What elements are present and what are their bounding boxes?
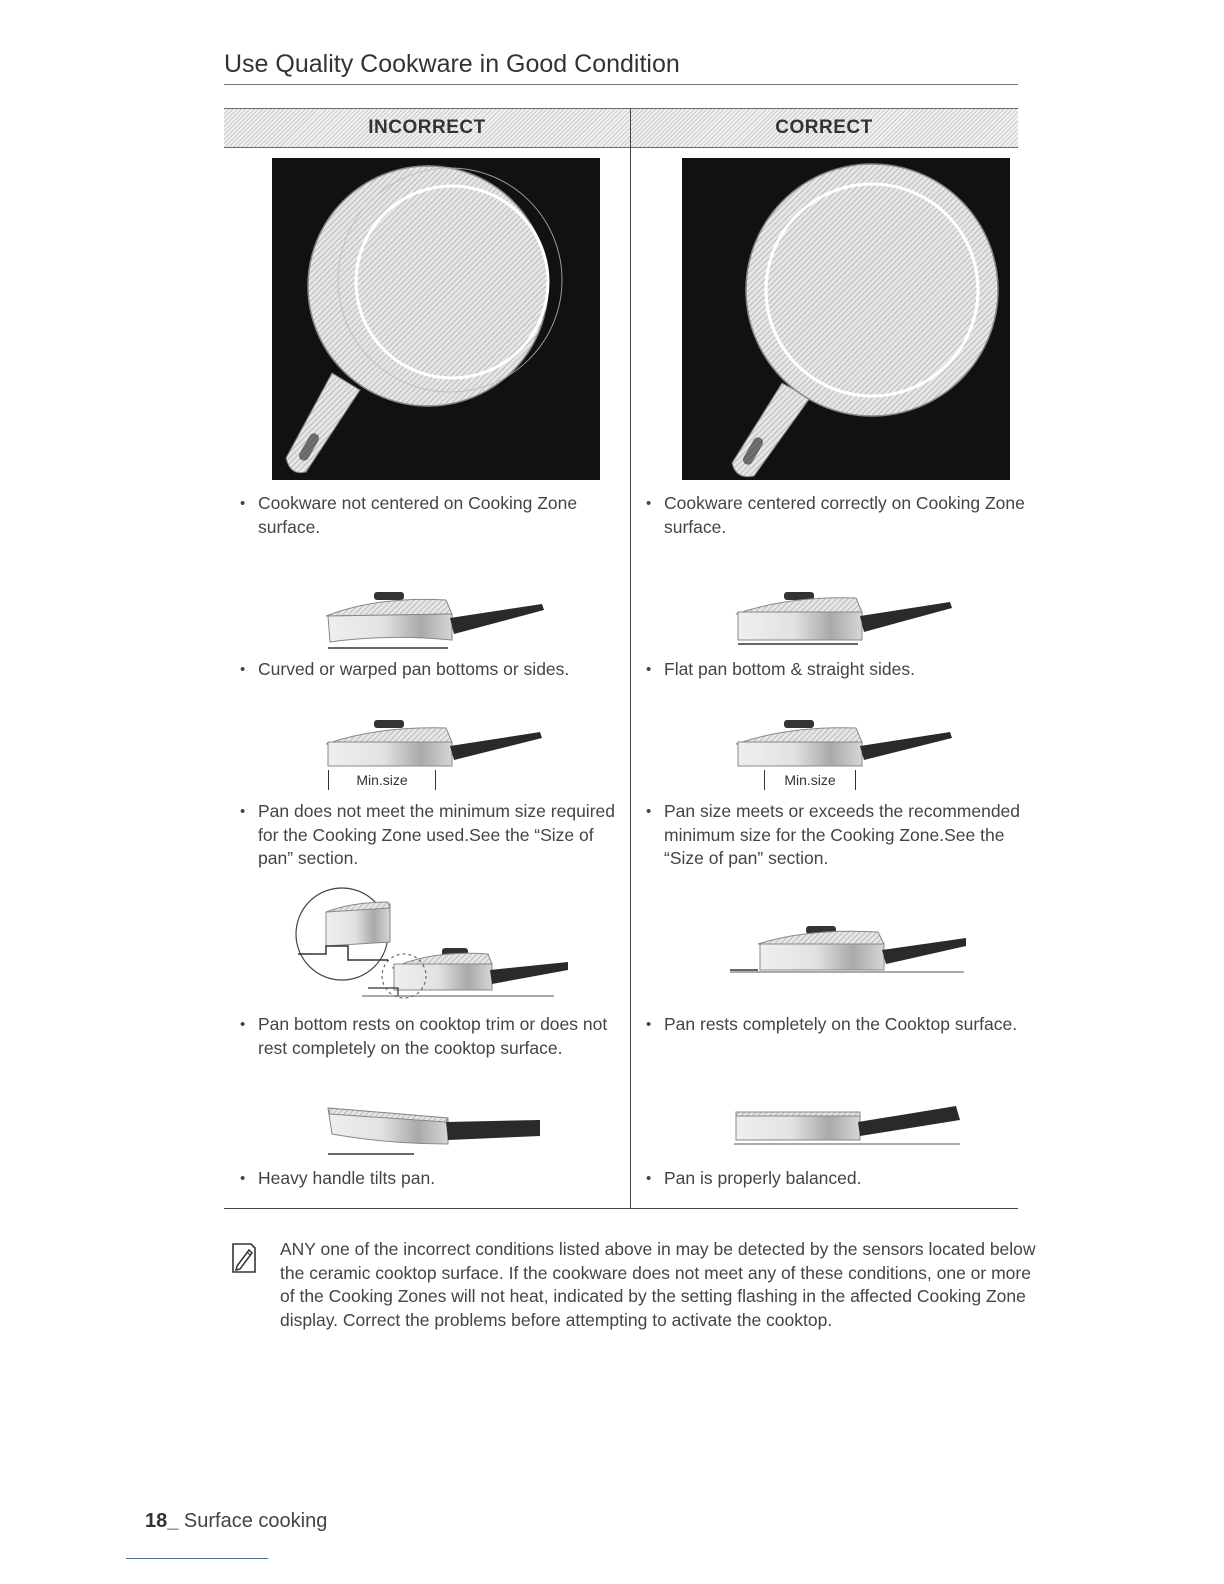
small-pan-illustration (325, 720, 542, 767)
correct-item-3: Pan size meets or exceeds the recommende… (640, 800, 1040, 871)
incorrect-column-header: INCORRECT (224, 108, 630, 148)
large-pan-illustration (735, 720, 952, 767)
section-name: Surface cooking (178, 1510, 328, 1532)
incorrect-item-4: Pan bottom rests on cooktop trim or does… (234, 1013, 630, 1060)
pan-flush-illustration (730, 926, 966, 973)
correct-item-1: Cookware centered correctly on Cooking Z… (640, 492, 1040, 539)
min-size-dimension-incorrect: Min.size (328, 770, 436, 790)
correct-column-header: CORRECT (630, 108, 1018, 148)
page-title: Use Quality Cookware in Good Condition (224, 50, 680, 78)
tilted-pan-illustration (327, 1107, 540, 1155)
incorrect-header-label: INCORRECT (368, 117, 486, 138)
warped-pan-illustration (325, 592, 544, 649)
note-pencil-icon (232, 1243, 256, 1273)
flat-pan-illustration (735, 592, 952, 645)
min-size-dimension-correct: Min.size (764, 770, 856, 790)
incorrect-item-3: Pan does not meet the minimum size requi… (234, 800, 630, 871)
correct-item-4: Pan rests completely on the Cooktop surf… (640, 1013, 1040, 1037)
title-divider (224, 84, 1018, 85)
min-size-label: Min.size (356, 772, 408, 788)
min-size-label: Min.size (784, 772, 836, 788)
centered-pan-photo (682, 158, 1010, 480)
page-footer: 18_ Surface cooking (145, 1510, 327, 1533)
correct-item-5: Pan is properly balanced. (640, 1167, 1040, 1191)
correct-item-2: Flat pan bottom & straight sides. (640, 658, 1040, 682)
footer-underline (126, 1558, 268, 1559)
note-text: ANY one of the incorrect conditions list… (280, 1239, 1036, 1330)
incorrect-item-1: Cookware not centered on Cooking Zone su… (234, 492, 630, 539)
incorrect-item-5: Heavy handle tilts pan. (234, 1167, 630, 1191)
correct-header-label: CORRECT (775, 117, 873, 138)
balanced-pan-illustration (734, 1106, 960, 1145)
incorrect-item-2: Curved or warped pan bottoms or sides. (234, 658, 630, 682)
pan-on-trim-illustration (295, 887, 568, 999)
table-bottom-rule (224, 1208, 1018, 1209)
page-number: 18_ (145, 1510, 179, 1532)
off-center-pan-photo (272, 158, 600, 480)
column-divider (630, 108, 631, 1209)
